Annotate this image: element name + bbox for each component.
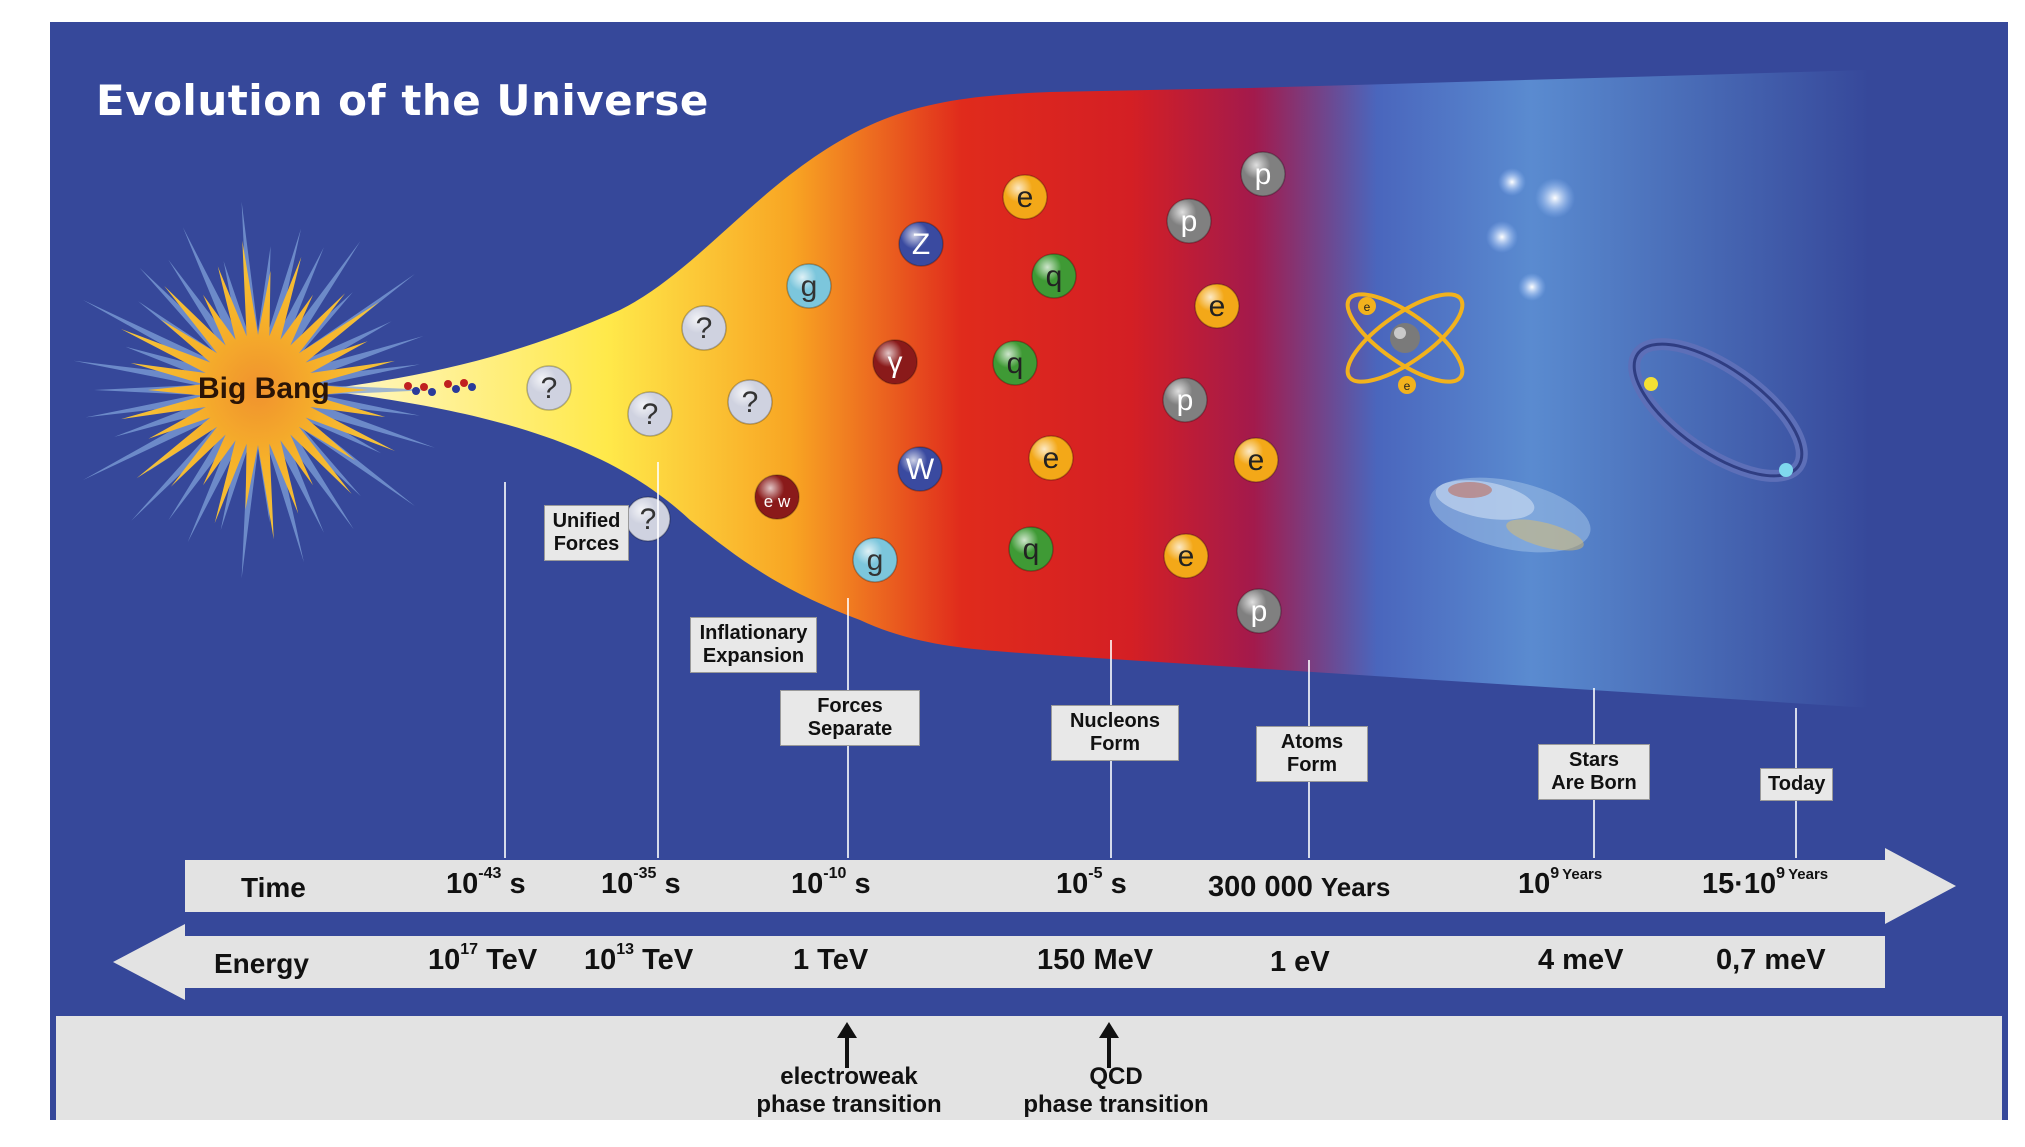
particle-label: q <box>1046 260 1063 293</box>
particle-label: g <box>867 544 884 577</box>
particle: γ <box>872 339 918 385</box>
epoch-label: Unified Forces <box>544 505 629 561</box>
particle-label: p <box>1255 158 1272 191</box>
particle-label: p <box>1251 595 1268 628</box>
time-row-label: Time <box>241 872 306 903</box>
particle-label: g <box>801 270 818 303</box>
particle: e <box>1163 533 1209 579</box>
time-value: 10-35 s <box>601 865 681 900</box>
atom-electron-label: e <box>1364 300 1371 314</box>
epoch-label: Today <box>1760 768 1833 801</box>
epoch-label: Atoms Form <box>1256 726 1368 782</box>
particle: p <box>1166 198 1212 244</box>
energy-value: 150 MeV <box>1037 944 1154 976</box>
particle-label: q <box>1007 347 1024 380</box>
particle: p <box>1162 377 1208 423</box>
qcd-arrow-icon <box>1099 1022 1119 1068</box>
particle: e <box>1233 437 1279 483</box>
electroweak-arrow-icon <box>837 1022 857 1068</box>
time-value: 300 000 Years <box>1208 871 1391 903</box>
particle: g <box>852 537 898 583</box>
energy-value: 1 TeV <box>793 944 869 976</box>
energy-row-label: Energy <box>214 948 309 979</box>
particle: W <box>897 446 943 492</box>
time-value: 10-43 s <box>446 865 526 900</box>
particle: ? <box>681 305 727 351</box>
energy-value: 1013 TeV <box>584 941 694 976</box>
expansion-funnel <box>335 70 1870 708</box>
particle: q <box>1031 253 1077 299</box>
particle-label: p <box>1177 384 1194 417</box>
electroweak-transition-label: electroweak phase transition <box>756 1063 942 1118</box>
solar-system-icon <box>1628 338 1808 482</box>
particle-label: ? <box>640 503 657 536</box>
epoch-label: Nucleons Form <box>1051 705 1179 761</box>
particle: ? <box>526 365 572 411</box>
particle-label: e <box>1043 442 1060 475</box>
time-value: 10-10 s <box>791 865 871 900</box>
particle: e w <box>754 474 800 520</box>
energy-arrow <box>113 924 1885 1000</box>
atom-electron-label: e <box>1404 379 1411 393</box>
particle-label: γ <box>888 346 903 379</box>
big-bang-label: Big Bang <box>198 372 330 405</box>
particle-chain <box>404 379 476 396</box>
particle-label: e <box>1178 540 1195 573</box>
particle: ? <box>727 379 773 425</box>
epoch-label: Stars Are Born <box>1538 744 1650 800</box>
particle-label: e <box>1248 444 1265 477</box>
particle-label: W <box>906 453 935 486</box>
epoch-label: Forces Separate <box>780 690 920 746</box>
particle: p <box>1236 588 1282 634</box>
particle: e <box>1028 435 1074 481</box>
particle: p <box>1240 151 1286 197</box>
particle-label: q <box>1023 533 1040 566</box>
qcd-transition-label: QCD phase transition <box>1023 1063 1209 1118</box>
particle: ? <box>627 391 673 437</box>
time-value: 10-5 s <box>1056 865 1127 900</box>
particle-label: e <box>1017 181 1034 214</box>
particle: e <box>1002 174 1048 220</box>
page-title: Evolution of the Universe <box>96 76 709 125</box>
particle: Z <box>898 221 944 267</box>
particle-label: ? <box>696 312 713 345</box>
particle: g <box>786 263 832 309</box>
energy-value: 4 meV <box>1538 944 1624 976</box>
galaxy-cloud-icon <box>1429 477 1591 553</box>
particle-label: e w <box>764 492 791 511</box>
big-bang-burst <box>73 201 435 579</box>
energy-value: 1017 TeV <box>428 941 538 976</box>
particle: e <box>1194 283 1240 329</box>
particle: ? <box>625 496 671 542</box>
particle-label: e <box>1209 290 1226 323</box>
burst-core <box>121 240 395 540</box>
epoch-label: Inflationary Expansion <box>690 617 817 673</box>
energy-value: 1 eV <box>1270 946 1330 978</box>
atom-icon: e e <box>1345 292 1465 394</box>
phase-transition-band <box>56 1016 2002 1120</box>
particle-label: ? <box>541 372 558 405</box>
particle-label: ? <box>742 386 759 419</box>
particle-label: p <box>1181 205 1198 238</box>
particle-label: ? <box>642 398 659 431</box>
stars-icon <box>1486 168 1575 301</box>
particle: q <box>1008 526 1054 572</box>
particle: q <box>992 340 1038 386</box>
energy-value: 0,7 meV <box>1716 944 1826 976</box>
time-arrow <box>185 848 1956 924</box>
particle-label: Z <box>912 228 930 261</box>
